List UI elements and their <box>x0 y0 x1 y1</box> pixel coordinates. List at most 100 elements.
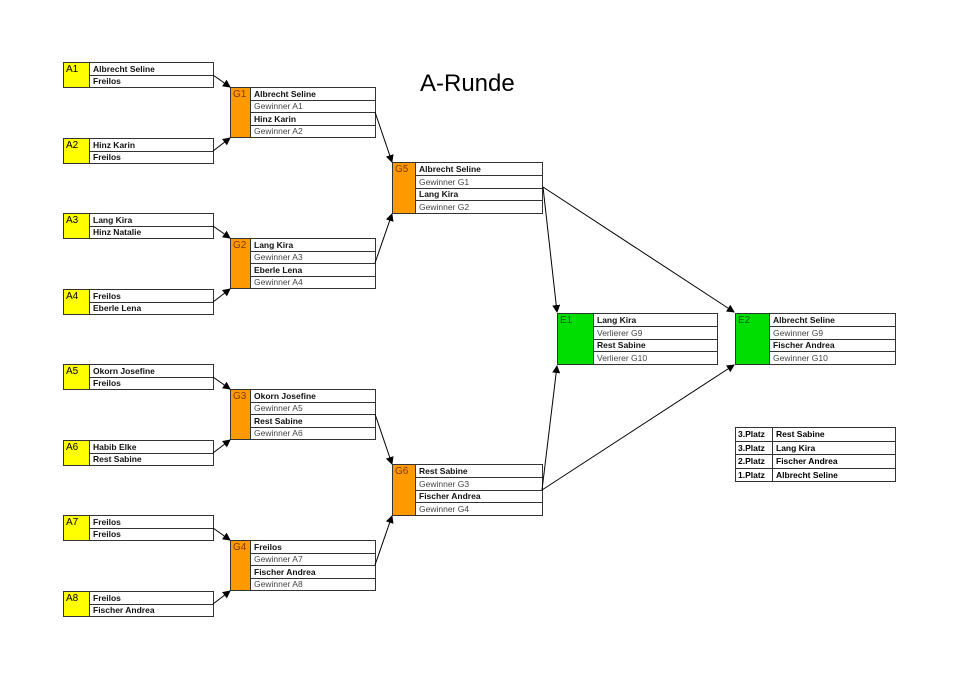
arrow-g2-g5 <box>374 213 394 264</box>
arrow-g4-g6 <box>374 515 394 566</box>
match-label: E1 <box>558 314 594 364</box>
player: Eberle Lena <box>251 264 375 277</box>
arrow-g1-g5 <box>374 111 394 163</box>
match-label: G3 <box>231 390 251 439</box>
match-e2: E2 Albrecht Seline Gewinner G9 Fischer A… <box>735 313 896 365</box>
player: Lang Kira <box>90 214 213 227</box>
match-g4: G4 Freilos Gewinner A7 Fischer Andrea Ge… <box>230 540 376 591</box>
player: Okorn Josefine <box>251 390 375 403</box>
player: Albrecht Seline <box>770 314 895 327</box>
player: Fischer Andrea <box>251 566 375 579</box>
player: Hinz Natalie <box>93 227 142 238</box>
player: Freilos <box>93 529 121 540</box>
match-label: A8 <box>64 592 90 616</box>
source-label: Verlierer G10 <box>597 353 648 364</box>
arrow-g3-g6 <box>374 413 394 465</box>
source-label: Gewinner A7 <box>251 554 375 566</box>
player: Hinz Karin <box>90 139 213 152</box>
source-label: Gewinner A2 <box>254 126 303 137</box>
arrow-a3-g2 <box>212 225 231 239</box>
player: Albrecht Seline <box>90 63 213 76</box>
source-label: Gewinner G9 <box>770 327 895 340</box>
player: Freilos <box>93 378 121 389</box>
source-label: Gewinner G10 <box>773 353 828 364</box>
match-label: A5 <box>64 365 90 389</box>
page-title: A-Runde <box>420 70 515 97</box>
match-label: A4 <box>64 290 90 314</box>
match-label: A1 <box>64 63 90 87</box>
match-label: G5 <box>393 163 416 213</box>
match-e1: E1 Lang Kira Verlierer G9 Rest Sabine Ve… <box>557 313 718 365</box>
arrow-g5-e1 <box>542 186 561 313</box>
arrow-g5-e2 <box>542 186 735 313</box>
arrow-a2-g1 <box>212 137 231 152</box>
match-label: G1 <box>231 88 251 137</box>
player: Eberle Lena <box>93 303 142 314</box>
arrow-a6-g3 <box>212 439 231 454</box>
match-label: G2 <box>231 239 251 288</box>
place: 3.Platz <box>736 441 773 454</box>
name: Lang Kira <box>776 442 816 453</box>
player: Freilos <box>93 152 121 163</box>
player: Lang Kira <box>416 189 542 202</box>
arrow-a8-g4 <box>212 590 231 605</box>
source-label: Gewinner A3 <box>251 252 375 264</box>
source-label: Gewinner G1 <box>416 176 542 189</box>
place: 1.Platz <box>736 468 773 481</box>
player: Freilos <box>90 516 213 529</box>
place: 2.Platz <box>736 455 773 468</box>
source-label: Gewinner G4 <box>419 504 470 515</box>
match-label: A3 <box>64 214 90 238</box>
player: Okorn Josefine <box>90 365 213 378</box>
source-label: Gewinner A6 <box>254 428 303 439</box>
match-g3: G3 Okorn Josefine Gewinner A5 Rest Sabin… <box>230 389 376 440</box>
source-label: Gewinner A1 <box>251 101 375 113</box>
match-label: A2 <box>64 139 90 163</box>
name: Fischer Andrea <box>776 456 838 467</box>
match-label: E2 <box>736 314 770 364</box>
match-g2: G2 Lang Kira Gewinner A3 Eberle Lena Gew… <box>230 238 376 289</box>
player: Freilos <box>90 592 213 605</box>
source-label: Gewinner G2 <box>419 202 470 213</box>
source-label: Gewinner A5 <box>251 403 375 415</box>
match-g6: G6 Rest Sabine Gewinner G3 Fischer Andre… <box>392 464 543 516</box>
player: Fischer Andrea <box>416 491 542 504</box>
match-label: A7 <box>64 516 90 540</box>
player: Albrecht Seline <box>251 88 375 101</box>
source-label: Gewinner A4 <box>254 277 303 288</box>
arrow-a4-g2 <box>212 288 231 303</box>
player: Rest Sabine <box>416 465 542 478</box>
place: 3.Platz <box>736 428 773 441</box>
arrow-a1-g1 <box>212 74 231 88</box>
source-label: Verlierer G9 <box>594 327 717 340</box>
name: Rest Sabine <box>776 429 825 440</box>
player: Rest Sabine <box>93 454 142 465</box>
player: Freilos <box>93 76 121 87</box>
player: Lang Kira <box>251 239 375 252</box>
player: Lang Kira <box>594 314 717 327</box>
match-label: G6 <box>393 465 416 515</box>
name: Albrecht Seline <box>776 469 838 480</box>
arrow-a7-g4 <box>212 527 231 541</box>
match-g5: G5 Albrecht Seline Gewinner G1 Lang Kira… <box>392 162 543 214</box>
player: Hinz Karin <box>251 113 375 126</box>
player: Freilos <box>251 541 375 554</box>
source-label: Gewinner G3 <box>416 478 542 491</box>
player: Rest Sabine <box>251 415 375 428</box>
player: Habib Elke <box>90 441 213 454</box>
arrow-a5-g3 <box>212 376 231 390</box>
player: Albrecht Seline <box>416 163 542 176</box>
